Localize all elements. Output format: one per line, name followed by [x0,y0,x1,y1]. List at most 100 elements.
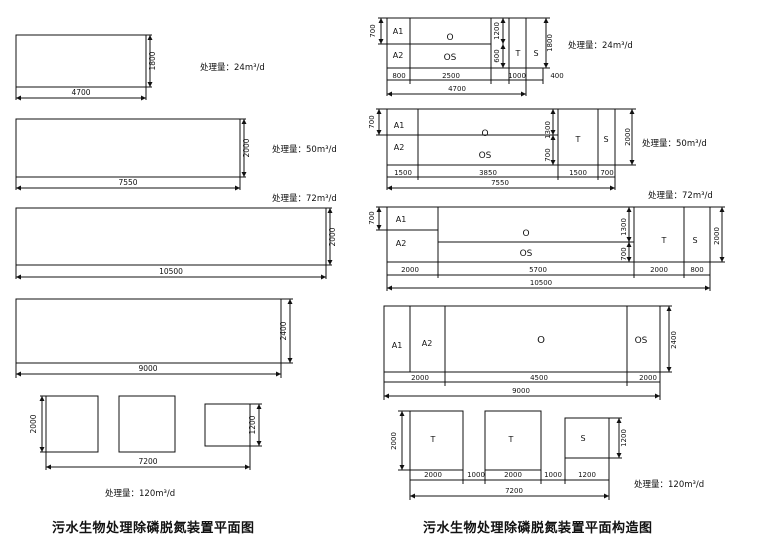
right-plan-1-outline [386,17,527,69]
right-caption: 污水生物处理除磷脱氮装置平面构造图 [423,521,653,536]
right-plan-2-outline [386,108,616,166]
dimension-label: 1000 [467,471,485,479]
dimension-label: 2500 [442,72,460,80]
left-caption: 污水生物处理除磷脱氮装置平面图 [52,521,255,536]
left-plan-5-tank-2 [118,395,176,453]
dimension-label: 1000 [544,471,562,479]
capacity-label: 处理量：24m³/d [568,40,633,51]
dimension-label: 4500 [530,374,548,382]
dimension-label: 2400 [279,321,288,340]
zone-label: OS [635,336,648,346]
dimension-label: 1200 [620,429,628,447]
dimension-label: 1300 [544,121,552,139]
dimension-label: 700 [368,211,376,224]
dimension-label: 2000 [713,227,721,245]
zone-label: T [430,435,436,444]
dimension-label: 2000 [328,227,337,246]
right-plan-5-tank-t2 [484,410,542,471]
dimension-label: 9000 [138,364,157,373]
dimension-label: 2400 [670,331,678,349]
left-plan-4 [15,298,293,378]
dimension-label: 7200 [138,457,157,466]
zone-label: A2 [396,239,407,248]
zone-label: A2 [394,143,405,152]
zone-label: OS [444,53,457,63]
dimension-label: 700 [369,24,377,37]
zone-label: S [580,434,585,443]
dimension-label: 4700 [448,85,466,93]
dimension-label: 1300 [620,218,628,236]
dimension-label: 9000 [512,387,530,395]
dimension-label: 7550 [118,178,137,187]
right-plan-1 [378,17,550,97]
dimension-label: 2000 [424,471,442,479]
capacity-label: 处理量：120m³/d [634,479,704,490]
zone-label: T [508,435,514,444]
dimension-label: 2000 [390,432,398,450]
dimension-label: 800 [392,72,405,80]
dimension-label: 2000 [411,374,429,382]
dimension-label: 2000 [29,414,38,433]
zone-label: A2 [393,51,404,60]
dimension-label: 1500 [569,169,587,177]
dimension-label: 1800 [546,34,554,52]
capacity-label: 处理量：72m³/d [272,193,337,204]
dimension-label: 1200 [578,471,596,479]
zone-label: T [515,49,521,58]
right-plan-5-tank-s [564,417,610,459]
diagram-labels: 处理量：24m³/d 1800 4700 处理量：50m³/d 2000 7550 处理量：… [29,22,721,499]
dimension-label: 600 [493,49,501,62]
dimension-label: 1200 [248,415,257,434]
zone-label: A1 [393,27,404,36]
dimension-label: 4700 [71,88,90,97]
dimension-label: 1200 [493,22,501,40]
capacity-label: 处理量：120m³/d [105,488,175,499]
right-plan-4-outline [383,305,661,373]
left-plan-3 [15,207,333,280]
dimension-label: 2000 [650,266,668,274]
left-plan-4-outline [15,298,282,364]
zone-label: A1 [396,215,407,224]
left-plan-1-outline [15,34,147,88]
dimension-label: 2000 [624,128,632,146]
left-plan-5 [39,395,262,470]
dimension-label: 2000 [401,266,419,274]
left-plan-3-outline [15,207,327,266]
dimension-label: 10500 [159,267,183,276]
zone-label: OS [520,249,533,259]
dimension-label: 800 [690,266,703,274]
zone-label: O [481,129,488,139]
zone-label: S [603,135,608,144]
capacity-label: 处理量：24m³/d [200,62,265,73]
zone-label: A2 [422,339,433,348]
right-plan-3-outline [386,206,711,263]
dimension-label: 2000 [639,374,657,382]
left-plan-5-tank-1 [45,395,99,453]
left-plan-2-outline [15,118,241,178]
dimension-label: 3850 [479,169,497,177]
zone-label: O [446,33,453,43]
zone-label: T [575,135,581,144]
zone-label: A1 [392,341,403,350]
left-plan-1 [15,34,153,101]
dimension-label: 700 [600,169,613,177]
capacity-label: 处理量：72m³/d [648,190,713,201]
dimension-label: 7200 [505,487,523,495]
dimension-label: 400 [550,72,563,80]
right-plan-5 [398,410,622,500]
dimension-label: 2000 [504,471,522,479]
capacity-label: 处理量：50m³/d [272,144,337,155]
zone-label: S [533,49,538,58]
dimension-label: 1500 [394,169,412,177]
left-plan-5-tank-3 [204,403,251,447]
zone-label: O [537,335,545,346]
right-plan-5-tank-t1 [409,410,464,471]
right-plan-4 [383,305,672,400]
dimension-label: 7550 [491,179,509,187]
right-plan-3 [376,206,725,291]
capacity-label: 处理量：50m³/d [642,138,707,149]
dimension-label: 700 [368,115,376,128]
zone-label: O [522,229,529,239]
dimension-label: 2000 [242,138,251,157]
